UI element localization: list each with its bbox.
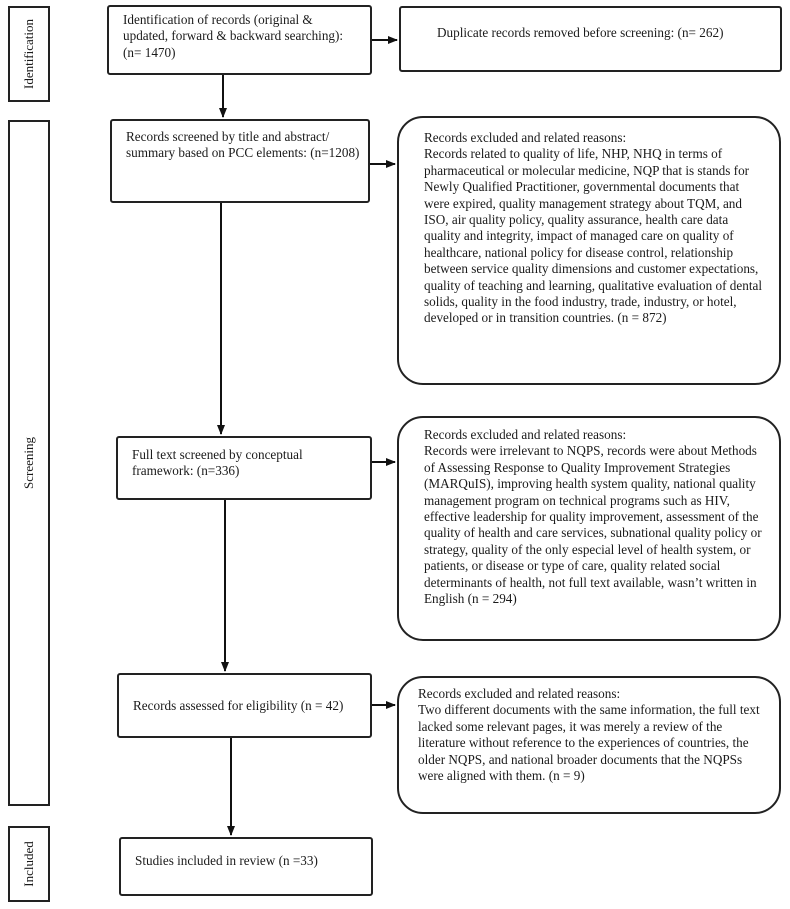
stage-included: Included	[8, 826, 50, 902]
fulltext-text: Full text screened by conceptual framewo…	[132, 447, 303, 479]
identification-text: Identification of records (original & up…	[123, 12, 344, 60]
eligibility-box: Records assessed for eligibility (n = 42…	[117, 673, 372, 738]
excluded-title-abstract-box: Records excluded and related reasons: Re…	[397, 116, 781, 385]
excluded1-body: Records related to quality of life, NHP,…	[424, 146, 762, 326]
duplicates-box: Duplicate records removed before screeni…	[399, 6, 782, 72]
stage-identification: Identification	[8, 6, 50, 102]
identification-box: Identification of records (original & up…	[107, 5, 372, 75]
screened-text: Records screened by title and abstract/ …	[126, 129, 360, 161]
included-text: Studies included in review (n =33)	[135, 853, 318, 868]
excluded3-body: Two different documents with the same in…	[418, 702, 760, 784]
excluded2-title: Records excluded and related reasons:	[424, 427, 627, 442]
stage-screening: Screening	[8, 120, 50, 806]
excluded-fulltext-box: Records excluded and related reasons: Re…	[397, 416, 781, 641]
eligibility-text: Records assessed for eligibility (n = 42…	[133, 698, 344, 713]
included-box: Studies included in review (n =33)	[119, 837, 373, 896]
excluded2-body: Records were irrelevant to NQPS, records…	[424, 443, 762, 607]
fulltext-box: Full text screened by conceptual framewo…	[116, 436, 372, 500]
duplicates-text: Duplicate records removed before screeni…	[437, 25, 724, 40]
excluded-eligibility-box: Records excluded and related reasons: Tw…	[397, 676, 781, 814]
excluded1-title: Records excluded and related reasons:	[424, 130, 627, 145]
excluded3-title: Records excluded and related reasons:	[418, 686, 621, 701]
screened-box: Records screened by title and abstract/ …	[110, 119, 370, 203]
